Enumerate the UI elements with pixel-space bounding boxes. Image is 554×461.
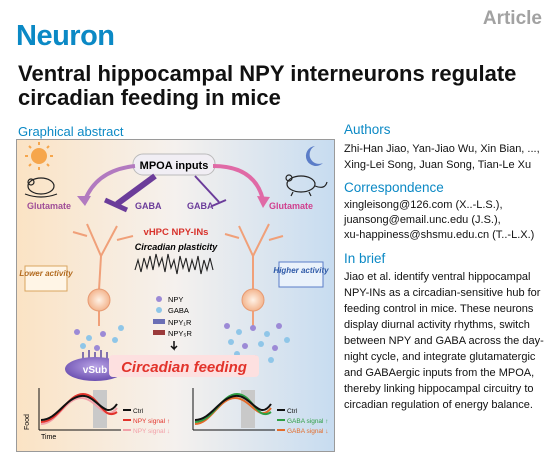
- gaba-label-right: GABA: [187, 201, 214, 211]
- sun-icon: [25, 142, 53, 170]
- legend-gaba: GABA: [168, 306, 189, 315]
- higher-activity-label: Higher activity: [273, 266, 329, 275]
- circadian-feeding-banner: [109, 355, 259, 377]
- svg-text:Ctrl: Ctrl: [287, 408, 298, 415]
- mpoa-inputs-label: MPOA inputs: [140, 160, 209, 172]
- svg-text:GABA signal ↑: GABA signal ↑: [287, 418, 329, 425]
- in-brief-heading: In brief: [344, 251, 386, 266]
- graphical-abstract-heading: Graphical abstract: [18, 124, 124, 139]
- in-brief-text: Jiao et al. identify ventral hippocampal…: [344, 271, 544, 411]
- gaba-label-left: GABA: [135, 201, 162, 211]
- circadian-plasticity-label: Circadian plasticity: [135, 242, 219, 252]
- authors-list: Zhi-Han Jiao, Yan-Jiao Wu, Xin Bian, ...…: [344, 143, 540, 171]
- plasticity-trace: [134, 253, 214, 275]
- vsub-label: vSub: [83, 365, 107, 376]
- left-plot-legend: Ctrl NPY signal ↑ NPY signal ↓: [123, 408, 170, 435]
- legend-npy5r: NPY₅R: [168, 329, 192, 338]
- lower-activity-label: Lower activity: [19, 269, 73, 278]
- active-mouse-icon: [285, 174, 328, 197]
- graphical-abstract: MPOA inputs Glutamate GABA GABA Glutamat…: [16, 139, 335, 452]
- legend-npy1r: NPY₁R: [168, 318, 192, 327]
- correspondence-heading: Correspondence: [344, 180, 444, 195]
- article-title: Ventral hippocampal NPY interneurons reg…: [18, 61, 517, 110]
- email-link[interactable]: juansong@email.unc.edu (J.S.),: [344, 214, 501, 226]
- email-link[interactable]: xingleisong@126.com (X..-L.S.),: [344, 199, 503, 211]
- authors-heading: Authors: [344, 122, 391, 137]
- molecule-legend: NPY GABA NPY₁R NPY₅R: [153, 295, 192, 338]
- vhpc-npy-ins-label: vHPC NPY-INs: [144, 227, 209, 238]
- article-type-label: Article: [482, 8, 542, 29]
- svg-text:NPY signal ↑: NPY signal ↑: [133, 418, 170, 425]
- legend-npy: NPY: [168, 295, 183, 304]
- correspondence-block: xingleisong@126.com (X..-L.S.), juansong…: [344, 198, 550, 243]
- glutamate-label-right: Glutamate: [269, 201, 313, 211]
- right-plot-legend: Ctrl GABA signal ↑ GABA signal ↓: [277, 408, 329, 435]
- circadian-feeding-label: Circadian feeding: [121, 359, 247, 376]
- svg-text:NPY signal ↓: NPY signal ↓: [133, 428, 170, 435]
- glutamate-label-left: Glutamate: [27, 201, 71, 211]
- svg-text:GABA signal ↓: GABA signal ↓: [287, 428, 329, 435]
- vesicle-dots-left: [74, 325, 124, 351]
- sleeping-mouse-icon: [24, 177, 58, 198]
- time-axis-label: Time: [41, 434, 56, 441]
- food-axis-label: Food: [24, 414, 31, 430]
- moon-icon: [305, 146, 323, 166]
- svg-text:Ctrl: Ctrl: [133, 408, 144, 415]
- feeding-plot-left: [38, 388, 121, 431]
- feeding-plot-right: [192, 388, 275, 431]
- journal-logo: Neuron: [16, 20, 115, 52]
- email-link[interactable]: xu-happiness@shsmu.edu.cn (T..-L.X.): [344, 229, 535, 241]
